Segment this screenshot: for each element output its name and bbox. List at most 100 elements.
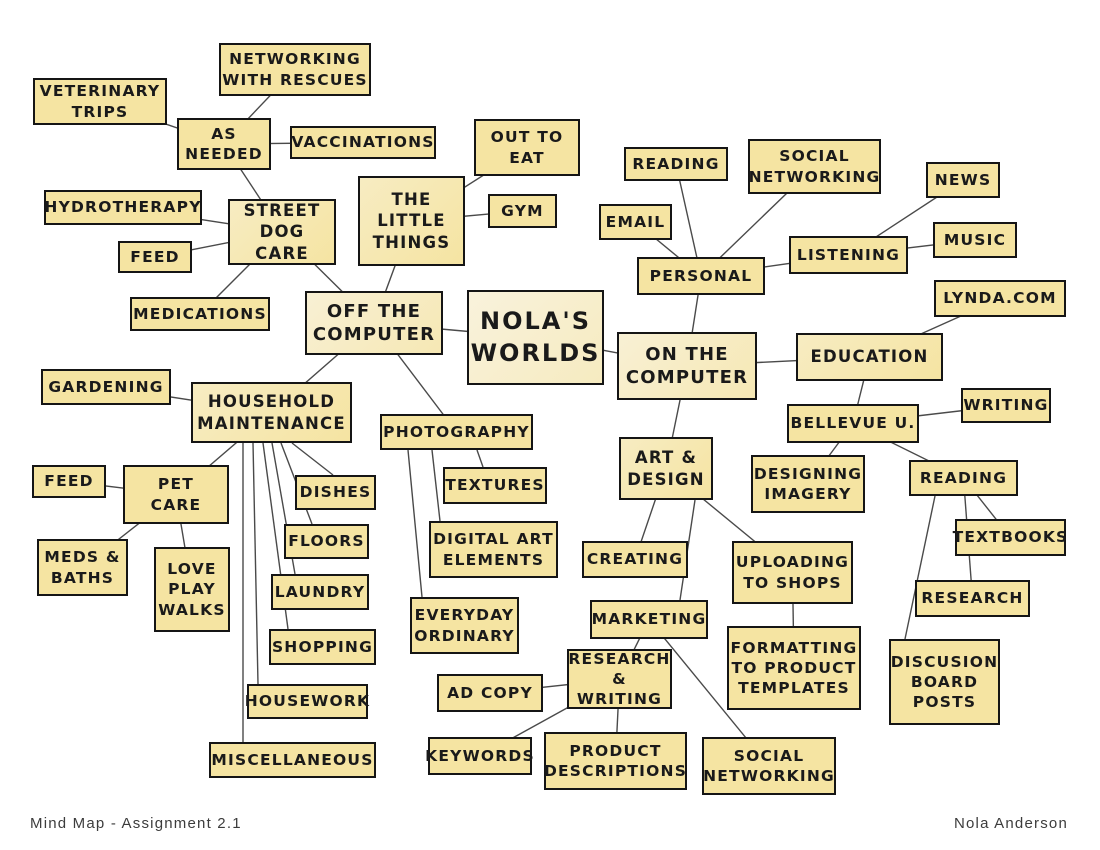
node-label: PRODUCT DESCRIPTIONS <box>543 741 688 780</box>
node-label: MUSIC <box>943 230 1007 249</box>
node-gym[interactable]: GYM <box>488 194 557 228</box>
node-label: OUT TO EAT <box>490 128 564 167</box>
node-label: FEED <box>44 472 94 491</box>
node-on-the-computer[interactable]: ON THE COMPUTER <box>617 332 757 400</box>
node-label: WRITING <box>963 396 1049 415</box>
node-everyday-ordinary[interactable]: EVERYDAY ORDINARY <box>410 597 519 654</box>
node-label: DISCUSION BOARD POSTS <box>890 652 999 712</box>
node-label: EMAIL <box>605 212 666 231</box>
node-listening[interactable]: LISTENING <box>789 236 908 274</box>
node-label: FORMATTING TO PRODUCT TEMPLATES <box>730 638 858 698</box>
node-floors[interactable]: FLOORS <box>284 524 369 559</box>
node-social-networking-personal[interactable]: SOCIAL NETWORKING <box>748 139 881 194</box>
node-news[interactable]: NEWS <box>926 162 1000 198</box>
node-networking-with-rescues[interactable]: NETWORKING WITH RESCUES <box>219 43 371 96</box>
node-art-design[interactable]: ART & DESIGN <box>619 437 713 500</box>
node-label: ART & DESIGN <box>627 448 705 489</box>
node-uploading-to-shops[interactable]: UPLOADING TO SHOPS <box>732 541 853 604</box>
node-label: GARDENING <box>48 377 164 396</box>
node-label: EDUCATION <box>810 347 929 367</box>
node-pet-care[interactable]: PET CARE <box>123 465 229 524</box>
node-feed-dog[interactable]: FEED <box>118 241 192 273</box>
node-digital-art-elements[interactable]: DIGITAL ART ELEMENTS <box>429 521 558 578</box>
node-lynda-com[interactable]: LYNDA.COM <box>934 280 1066 317</box>
node-photography[interactable]: PHOTOGRAPHY <box>380 414 533 450</box>
node-out-to-eat[interactable]: OUT TO EAT <box>474 119 580 176</box>
edge-photography--digital-art-elements <box>431 449 441 522</box>
node-label: KEYWORDS <box>425 746 535 765</box>
node-keywords[interactable]: KEYWORDS <box>425 737 535 775</box>
node-label: TEXTBOOKS <box>952 528 1069 547</box>
node-label: FEED <box>130 247 180 266</box>
node-laundry[interactable]: LAUNDRY <box>271 574 369 610</box>
node-meds-baths[interactable]: MEDS & BATHS <box>37 539 128 596</box>
node-label: LYNDA.COM <box>943 289 1057 308</box>
node-label: VETERINARY TRIPS <box>39 82 161 121</box>
node-textures[interactable]: TEXTURES <box>443 467 547 504</box>
node-label: READING <box>919 468 1008 487</box>
node-label: DISHES <box>299 483 372 502</box>
node-creating[interactable]: CREATING <box>582 541 688 578</box>
node-the-little-things[interactable]: THE LITTLE THINGS <box>358 176 465 266</box>
node-veterinary-trips[interactable]: VETERINARY TRIPS <box>33 78 167 125</box>
node-vaccinations[interactable]: VACCINATIONS <box>290 126 436 159</box>
node-research-education[interactable]: RESEARCH <box>915 580 1030 617</box>
node-label: NEWS <box>934 170 992 189</box>
node-love-play-walks[interactable]: LOVE PLAY WALKS <box>154 547 230 632</box>
node-label: DIGITAL ART ELEMENTS <box>433 530 554 569</box>
node-label: MISCELLANEOUS <box>211 750 374 769</box>
node-gardening[interactable]: GARDENING <box>41 369 171 405</box>
node-dishes[interactable]: DISHES <box>295 475 376 510</box>
edge-reading-education--discusion-board-posts <box>904 495 936 640</box>
node-education[interactable]: EDUCATION <box>796 333 943 381</box>
node-ad-copy[interactable]: AD COPY <box>437 674 543 712</box>
node-label: MEDICATIONS <box>133 304 267 323</box>
node-research-writing[interactable]: RESEARCH & WRITING <box>567 649 672 709</box>
node-marketing[interactable]: MARKETING <box>590 600 708 639</box>
assignment-caption: Mind Map - Assignment 2.1 <box>30 815 242 832</box>
node-medications[interactable]: MEDICATIONS <box>130 297 270 331</box>
node-reading-personal[interactable]: READING <box>624 147 728 181</box>
node-email[interactable]: EMAIL <box>599 204 672 240</box>
node-label: STREET DOG CARE <box>243 200 321 263</box>
edge-photography--everyday-ordinary <box>407 449 423 598</box>
node-bellevue-u[interactable]: BELLEVUE U. <box>787 404 919 443</box>
node-as-needed[interactable]: AS NEEDED <box>177 118 271 170</box>
edge-household-maintenance--housework <box>252 442 259 685</box>
node-personal[interactable]: PERSONAL <box>637 257 765 295</box>
node-feed-pet[interactable]: FEED <box>32 465 106 498</box>
node-product-descriptions[interactable]: PRODUCT DESCRIPTIONS <box>544 732 687 790</box>
node-writing[interactable]: WRITING <box>961 388 1051 423</box>
node-nolas-worlds[interactable]: NOLA'S WORLDS <box>467 290 604 385</box>
node-label: CREATING <box>586 550 684 569</box>
node-label: VACCINATIONS <box>291 133 435 152</box>
node-label: HOUSEHOLD MAINTENANCE <box>197 392 346 433</box>
node-housework[interactable]: HOUSEWORK <box>244 684 371 719</box>
node-social-networking-marketing[interactable]: SOCIAL NETWORKING <box>702 737 836 795</box>
node-designing-imagery[interactable]: DESIGNING IMAGERY <box>751 455 865 513</box>
node-formatting-to-product-templates[interactable]: FORMATTING TO PRODUCT TEMPLATES <box>727 626 861 710</box>
node-household-maintenance[interactable]: HOUSEHOLD MAINTENANCE <box>191 382 352 443</box>
node-label: HOUSEWORK <box>244 692 371 711</box>
node-label: SHOPPING <box>271 637 374 656</box>
node-music[interactable]: MUSIC <box>933 222 1017 258</box>
node-label: TEXTURES <box>445 476 545 495</box>
author-name: Nola Anderson <box>953 815 1068 832</box>
node-miscellaneous[interactable]: MISCELLANEOUS <box>209 742 376 778</box>
node-label: PERSONAL <box>649 266 753 285</box>
node-label: MEDS & BATHS <box>44 548 121 587</box>
node-label: PET CARE <box>150 475 202 514</box>
node-textbooks[interactable]: TEXTBOOKS <box>952 519 1069 556</box>
node-discusion-board-posts[interactable]: DISCUSION BOARD POSTS <box>889 639 1000 725</box>
node-reading-education[interactable]: READING <box>909 460 1018 496</box>
node-label: AD COPY <box>447 683 533 702</box>
node-label: LAUNDRY <box>274 582 366 601</box>
edge-photography--textures <box>476 449 484 468</box>
node-label: NETWORKING WITH RESCUES <box>222 50 368 89</box>
node-street-dog-care[interactable]: STREET DOG CARE <box>228 199 336 265</box>
node-label: THE LITTLE THINGS <box>372 189 451 252</box>
node-shopping[interactable]: SHOPPING <box>269 629 376 665</box>
node-label: HYDROTHERAPY <box>44 198 202 217</box>
node-off-the-computer[interactable]: OFF THE COMPUTER <box>305 291 443 355</box>
node-hydrotherapy[interactable]: HYDROTHERAPY <box>44 190 202 225</box>
